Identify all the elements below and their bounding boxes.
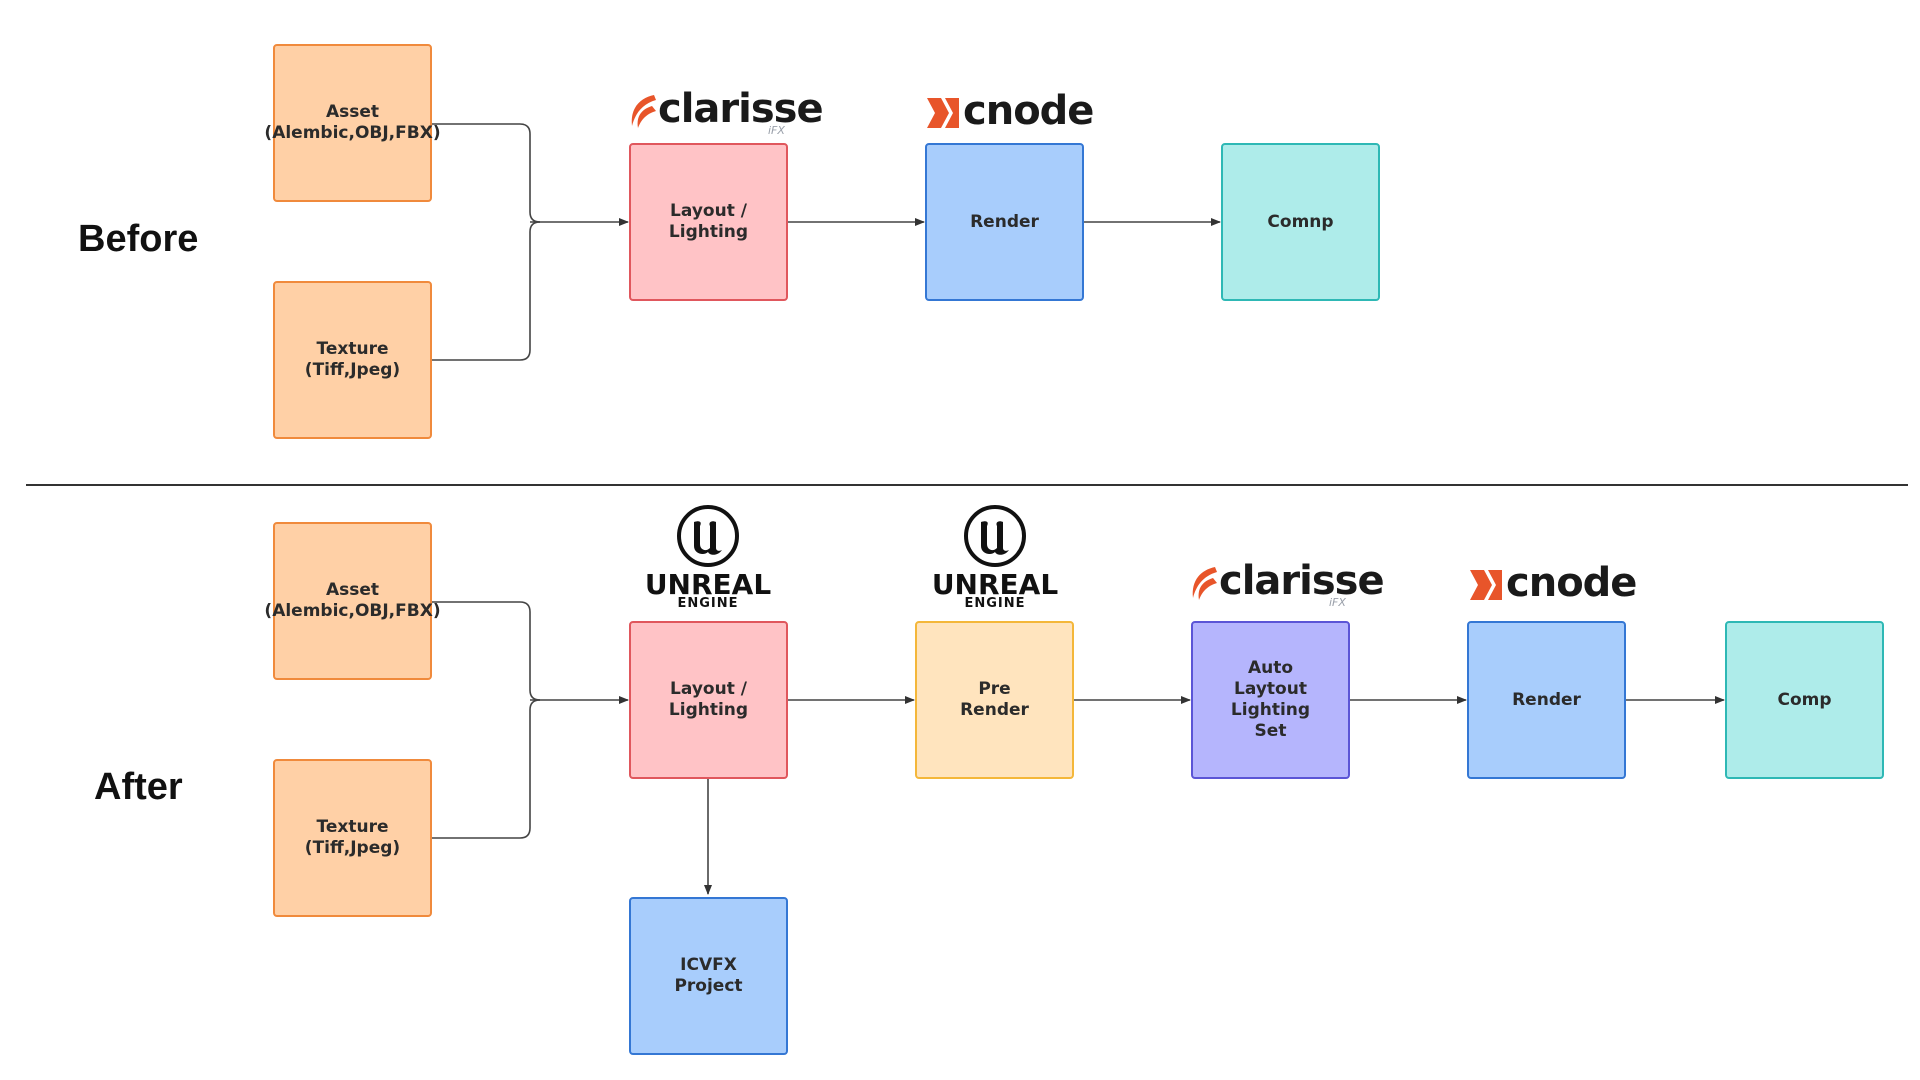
clarisse-ifx-label: iFX: [1329, 596, 1346, 609]
edge-before-asset-layout: [432, 123, 541, 223]
section-divider: [26, 484, 1908, 486]
unreal-logo-layout: UNREAL ENGINE: [628, 504, 788, 611]
cnode-logo: cnode: [925, 88, 1095, 140]
before-comp-node[interactable]: Comnp: [1221, 143, 1380, 301]
clarisse-wordmark: clarisse: [1219, 558, 1385, 604]
edge-after-texture-layout: [432, 699, 541, 839]
cnode-wordmark: cnode: [1506, 560, 1637, 606]
before-layout-node[interactable]: Layout / Lighting: [629, 143, 788, 301]
after-layout-node[interactable]: Layout / Lighting: [629, 621, 788, 779]
clarisse-logo: clarisse iFX: [626, 86, 824, 138]
after-texture-node[interactable]: Texture (Tiff,Jpeg): [273, 759, 432, 917]
unreal-emblem-icon: [677, 505, 739, 567]
cnode-mark-icon: [1470, 570, 1502, 600]
clarisse-swoosh-icon: [631, 95, 656, 128]
before-texture-node[interactable]: Texture (Tiff,Jpeg): [273, 281, 432, 439]
after-prerender-node[interactable]: Pre Render: [915, 621, 1074, 779]
cnode-wordmark: cnode: [963, 88, 1094, 134]
after-asset-node[interactable]: Asset (Alembic,OBJ,FBX): [264, 522, 441, 680]
edge-after-asset-layout: [432, 601, 541, 701]
unreal-engine-label: ENGINE: [964, 596, 1026, 611]
unreal-logo-prerender: UNREAL ENGINE: [915, 504, 1075, 611]
unreal-wordmark: UNREAL: [931, 568, 1059, 601]
after-render-node[interactable]: Render: [1467, 621, 1626, 779]
edge-before-texture-layout: [432, 221, 541, 361]
after-icvfx-node[interactable]: ICVFX Project: [629, 897, 788, 1055]
after-label: After: [94, 766, 183, 808]
before-asset-node[interactable]: Asset (Alembic,OBJ,FBX): [264, 44, 441, 202]
clarisse-ifx-label: iFX: [768, 124, 785, 137]
cnode-logo-after: cnode: [1468, 560, 1638, 612]
unreal-wordmark: UNREAL: [644, 568, 772, 601]
clarisse-logo-after: clarisse iFX: [1187, 558, 1385, 610]
cnode-mark-icon: [927, 98, 959, 128]
unreal-engine-label: ENGINE: [677, 596, 739, 611]
before-label: Before: [78, 218, 199, 260]
after-autolayout-node[interactable]: Auto Laytout Lighting Set: [1191, 621, 1350, 779]
clarisse-wordmark: clarisse: [658, 86, 824, 132]
before-render-node[interactable]: Render: [925, 143, 1084, 301]
after-comp-node[interactable]: Comp: [1725, 621, 1884, 779]
unreal-emblem-icon: [964, 505, 1026, 567]
clarisse-swoosh-icon: [1192, 567, 1217, 600]
